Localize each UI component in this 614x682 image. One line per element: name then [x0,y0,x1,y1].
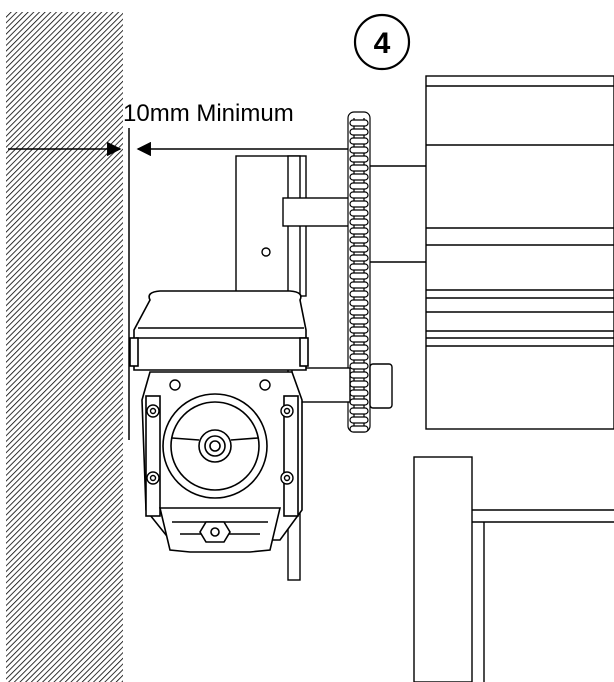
step-number-badge: 4 [353,13,411,71]
chain-link [349,380,369,388]
chain-link [349,272,369,280]
chain-link [349,146,369,154]
chain-link [349,137,369,145]
chain-link [349,245,369,253]
chain-link [349,398,369,406]
guide-post [413,456,614,682]
motor-bolts [146,379,294,485]
chain-link [349,299,369,307]
chain-link [349,416,369,424]
shutter-frame [425,75,614,430]
chain-link [349,281,369,289]
chain-link [349,326,369,334]
chain-link [349,209,369,217]
drive-chain [347,111,371,433]
chain-link [349,335,369,343]
step-number: 4 [374,27,391,60]
dimension-label: 10mm Minimum [123,100,294,127]
chain-link [349,254,369,262]
wall-hatched [6,12,123,682]
chain-link [349,407,369,415]
chain-link [349,317,369,325]
chain-link [349,227,369,235]
chain-link [349,236,369,244]
chain-link [349,182,369,190]
chain-link [349,344,369,352]
chain-link [349,263,369,271]
chain-link [349,128,369,136]
drive-shaft [370,165,426,263]
chain-link [349,119,369,127]
chain-link [349,164,369,172]
chain-link [349,173,369,181]
chain-link [349,308,369,316]
chain-link [349,362,369,370]
chain-link [349,425,369,433]
chain-link [349,290,369,298]
chain-link [349,353,369,361]
chain-link [349,191,369,199]
sprocket-hub [291,363,393,409]
chain-link [349,200,369,208]
motor-junction-box [158,507,282,553]
chain-link [349,218,369,226]
chain-link [349,389,369,397]
chain-link [349,155,369,163]
motor-cover [129,290,309,371]
chain-link [349,371,369,379]
motor-body [141,371,303,541]
